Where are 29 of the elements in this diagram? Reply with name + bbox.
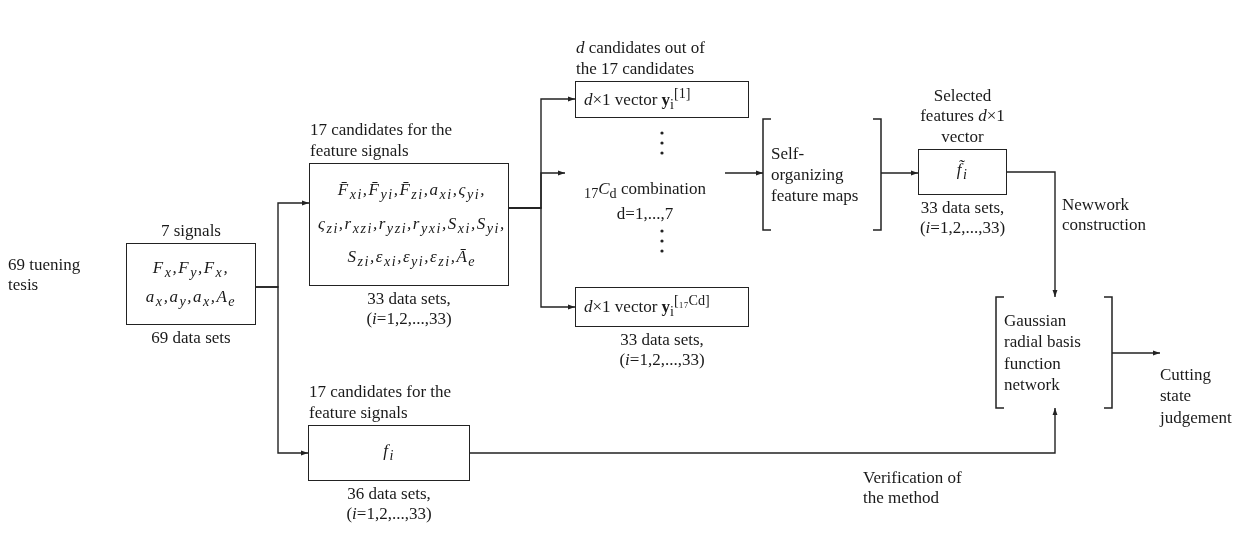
node-text: d=1,...,7 [616,203,674,225]
arrow [1006,171,1058,298]
edge-label: Verification of the method [863,468,963,509]
arrow [508,207,576,310]
node-text: Cutting state judgement [1160,364,1233,428]
caption-text: 36 data sets, (i=1,2,...,33) [345,484,433,525]
formula-text: F̄$_{xi}$,F̄$_{yi}$,F̄$_{zi}$,a$_{xi}$,ς$_{yi}$, ς$_{zi}$,r$_{xzi}$,r$_{yzi}$,r$_{yxi}$,S$_{xi}$,S$_{yi}$, S$_{zi}$,ε$_{xi}$,ε$_{yi}$,ε$_{zi}$,Ā$_{e}$ [318,179,506,272]
heading-text: 17 candidates for the feature signals [310,120,454,161]
heading-text: Selected features d×1 vector [919,85,1006,147]
caption-text: 33 data sets, (i=1,2,...,33) [618,330,706,371]
arrow [724,170,764,176]
arrow [469,407,1058,454]
arrow [255,286,309,456]
caption-text: 33 data sets, (i=1,2,...,33) [365,289,453,330]
heading-text: d candidates out of the 17 candidates [576,38,706,79]
caption-text: 33 data sets, (i=1,2,...,33) [918,198,1007,239]
formula-text: f$_{i}$ [383,440,395,466]
node-text: $_{17}$C$_{d}$ combination [584,178,706,204]
formula-text: f̃$_{i}$ [956,159,969,185]
arrow [1111,350,1161,356]
formula-text: F$_{x}$,F$_{y}$,F$_{x}$, a$_{x}$,a$_{y}$,a$_{x}$,A$_{e}$ [144,256,238,312]
node-text: Self-organizing feature maps [771,142,860,207]
node-text: Gaussian radial basis function network [1004,310,1082,395]
heading-text: 7 signals [160,220,222,241]
arrow [880,170,919,176]
caption-text: 69 data sets [150,328,232,349]
heading-text: 17 candidates for the feature signals [309,382,453,423]
note-text: 69 tuening tesis [8,255,82,296]
edge-label: Newwork construction [1062,195,1148,236]
